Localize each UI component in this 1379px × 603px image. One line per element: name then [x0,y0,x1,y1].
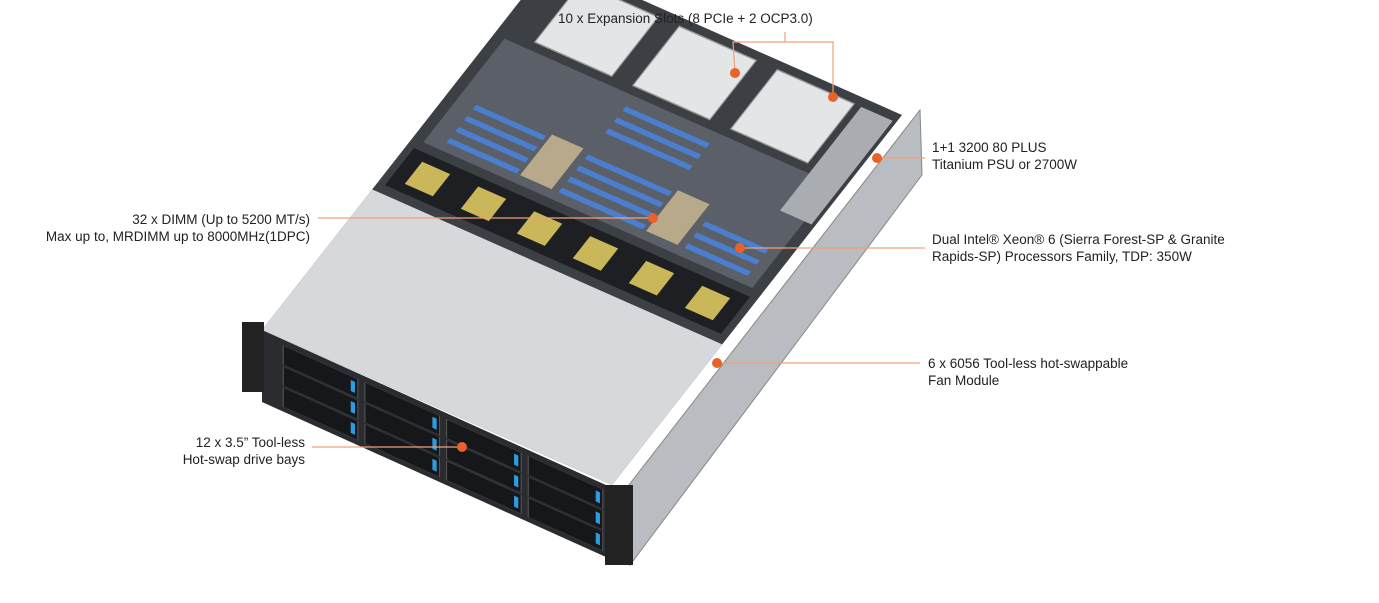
callout-drives-line2: Hot-swap drive bays [182,452,305,467]
callout-psu: 1+1 3200 80 PLUS Titanium PSU or 2700W [932,139,1077,173]
drive-tabs [350,380,600,546]
callout-expansion-line1: 10 x Expansion Slots (8 PCIe + 2 OCP3.0) [558,11,813,26]
top-cover [262,189,723,485]
callout-cpu: Dual Intel® Xeon® 6 (Sierra Forest-SP & … [932,231,1225,265]
right-rack-ear [605,485,633,565]
callout-fan-line2: Fan Module [928,373,1000,388]
callout-psu-line2: Titanium PSU or 2700W [932,157,1078,172]
drives-dot [457,442,467,452]
expansion-dot-1 [730,68,740,78]
callout-fan-line1: 6 x 6056 Tool-less hot-swappable [928,356,1129,371]
callout-psu-line1: 1+1 3200 80 PLUS [932,140,1047,155]
callout-cpu-line1: Dual Intel® Xeon® 6 (Sierra Forest-SP & … [932,232,1225,247]
callout-drives: 12 x 3.5” Tool-less Hot-swap drive bays [183,434,305,468]
riser-cages [533,0,856,164]
cpu-socket-1 [520,134,584,190]
psu-dot [872,153,882,163]
fan-modules [404,161,731,321]
cpu-dot [735,243,745,253]
leader-lines [312,32,925,448]
psu-bay [780,106,893,225]
expansion-dot-2 [828,92,838,102]
drive-bays [282,345,604,551]
callout-dots [457,68,882,452]
callout-cpu-line2: Rapids-SP) Processors Family, TDP: 350W [932,249,1192,264]
callout-dimm-line1: 32 x DIMM (Up to 5200 MT/s) [132,212,310,227]
motherboard [423,38,834,288]
callout-expansion: 10 x Expansion Slots (8 PCIe + 2 OCP3.0) [558,10,813,27]
callout-fan: 6 x 6056 Tool-less hot-swappable Fan Mod… [928,355,1128,389]
left-rack-ear [242,322,264,392]
callout-dimm: 32 x DIMM (Up to 5200 MT/s) Max up to, M… [46,211,310,245]
dimm-slots [446,104,769,276]
cpu-socket-2 [646,190,710,245]
callout-drives-line1: 12 x 3.5” Tool-less [195,435,305,450]
fan-dot [712,358,722,368]
callout-dimm-line2: Max up to, MRDIMM up to 8000MHz(1DPC) [45,229,310,244]
dimm-dot [648,213,658,223]
